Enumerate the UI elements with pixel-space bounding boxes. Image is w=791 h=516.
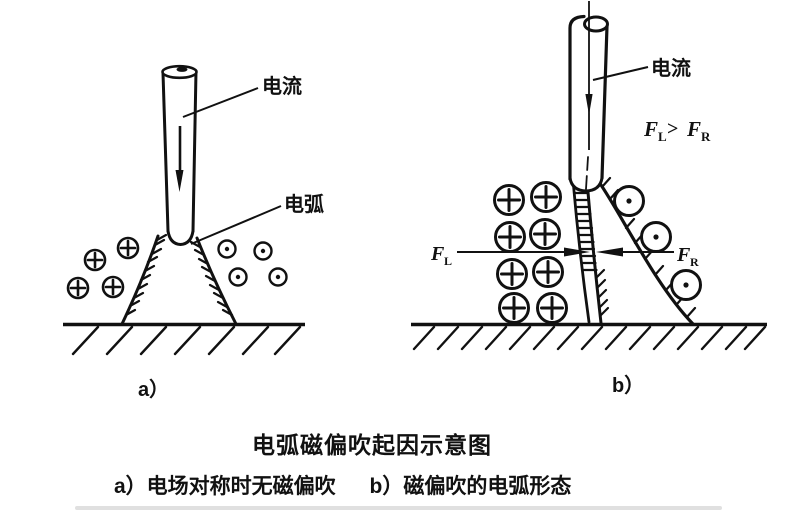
flux-into-page-icon: [493, 184, 525, 216]
flux-out-of-page-icon: [670, 269, 702, 301]
electrode-b: [568, 14, 609, 193]
flux-out-of-page-icon: [217, 239, 237, 259]
electrode-tip-mark-a: [176, 67, 188, 72]
force-left-arrow: [457, 247, 590, 257]
flux-out-of-page-icon: [228, 267, 248, 287]
arc-bell-a: [120, 233, 238, 326]
figure-caption-a: a）电场对称时无磁偏吹: [114, 475, 336, 498]
figure-title: 电弧磁偏吹起因示意图: [252, 432, 492, 458]
flux-into-page-icon: [530, 181, 562, 213]
scan-artifact-line: [75, 506, 722, 510]
current-leader-b: [592, 66, 649, 81]
force-inequality-label: F L > F R: [643, 117, 711, 145]
workpiece-hatching-b: [412, 325, 767, 351]
diagram-b: 电流 F L > F R F L F R b）: [411, 1, 767, 397]
workpiece-hatching-a: [71, 325, 302, 356]
arc-label-a: 电弧: [284, 192, 324, 216]
figure-caption-b: b）磁偏吹的电弧形态: [369, 475, 572, 498]
arc-column-hatching: [594, 268, 610, 318]
flux-into-page-icon: [83, 248, 107, 272]
flux-into-page-icon: [496, 258, 528, 290]
force-right-arrow: [596, 247, 674, 257]
current-label-b: 电流: [651, 56, 691, 80]
flux-into-page-icon: [101, 275, 125, 299]
arc-hatching-a: [124, 233, 234, 317]
flux-into-page-icon: [529, 218, 561, 250]
flux-out-of-page-icon: [613, 185, 645, 217]
current-label-a: 电流: [262, 74, 302, 98]
force-right-label: F R: [676, 244, 699, 269]
flux-into-page-icon: [532, 256, 564, 288]
diagram-a: 电流 电弧 a）: [63, 64, 324, 401]
figure-caption: a）电场对称时无磁偏吹 b）磁偏吹的电弧形态: [114, 470, 571, 500]
flux-out-of-page-icon: [640, 221, 672, 253]
flux-into-page-icon: [66, 276, 90, 300]
flux-into-page-icon: [536, 292, 568, 324]
flux-into-page-icon: [498, 292, 530, 324]
flux-into-page-icon: [494, 221, 526, 253]
current-leader-a: [182, 87, 259, 118]
arc-leader-a: [190, 205, 282, 245]
flux-out-of-page-icon: [268, 267, 288, 287]
flux-into-page-icon: [116, 236, 140, 260]
panel-label-b: b）: [612, 374, 644, 397]
flux-out-of-page-icon: [253, 241, 273, 261]
current-arrow-b: [585, 1, 593, 190]
force-left-label: F L: [430, 243, 452, 268]
current-arrow-a: [175, 126, 184, 192]
panel-label-a: a）: [138, 378, 169, 401]
